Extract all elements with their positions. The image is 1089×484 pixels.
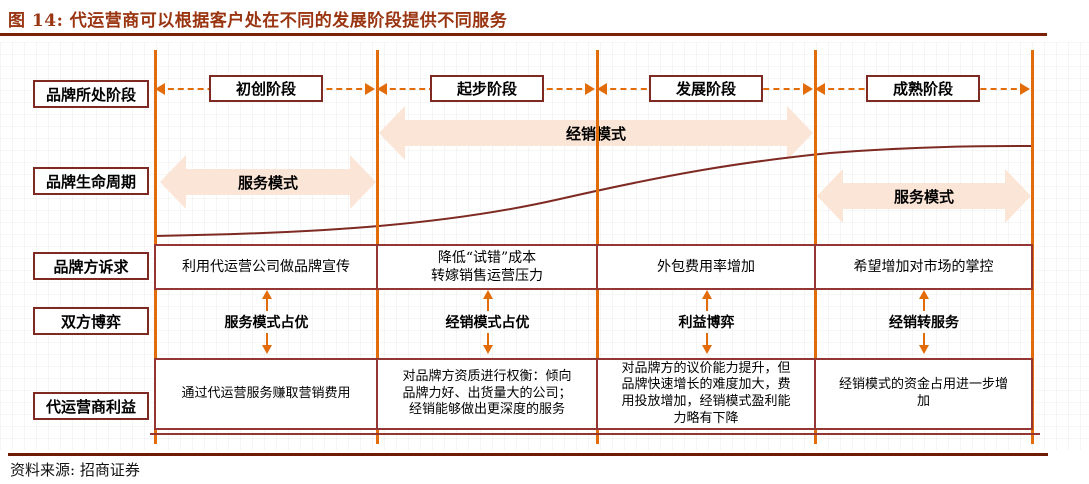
- arrowhead-right-icon: [585, 83, 595, 95]
- row-label-operator-interest: 代运营商利益: [33, 392, 149, 420]
- game-label: 经销转服务: [889, 315, 959, 331]
- arrowhead-left-icon: [377, 83, 387, 95]
- arrowhead-right-icon: [803, 83, 813, 95]
- service-mode-label: 服务模式: [237, 173, 298, 192]
- operator-interest-cell: 对品牌方资质进行权衡：倾向 品牌力好、出货量大的公司； 经销能够做出更深度的服务: [376, 358, 598, 430]
- game-label: 服务模式占优: [224, 315, 309, 331]
- service-mode-label: 服务模式: [893, 187, 954, 206]
- arrowhead-up-icon: [261, 290, 272, 299]
- arrowhead-down-icon: [261, 345, 272, 354]
- game-col-1: 服务模式占优: [157, 290, 376, 356]
- game-label: 利益博弈: [678, 315, 735, 331]
- arrowhead-down-icon: [701, 345, 712, 354]
- arrowhead-down-icon: [919, 345, 929, 354]
- service-mode-arrow-right: 服务模式: [817, 169, 1031, 223]
- arrowhead-right-icon: [1020, 83, 1030, 95]
- arrowhead-left-icon: [155, 83, 165, 95]
- row-label-brand-demand: 品牌方诉求: [33, 252, 149, 280]
- stage-box-development: 发展阶段: [649, 75, 763, 102]
- game-label: 经销模式占优: [445, 315, 530, 331]
- arrowhead-left-icon: [597, 83, 607, 95]
- stage-box-mature: 成熟阶段: [866, 75, 980, 102]
- brand-demand-cell: 利用代运营公司做品牌宣传: [154, 244, 378, 290]
- brand-demand-cell: 希望增加对市场的掌控: [814, 244, 1033, 290]
- source-note: 资料来源: 招商证券: [10, 461, 140, 479]
- arrowhead-up-icon: [919, 290, 929, 299]
- stage-box-early: 起步阶段: [430, 75, 544, 102]
- brand-demand-cell: 降低“试错”成本 转嫁销售运营压力: [376, 244, 598, 290]
- brand-demand-row: 利用代运营公司做品牌宣传 降低“试错”成本 转嫁销售运营压力 外包费用率增加 希…: [154, 244, 1033, 290]
- arrowhead-down-icon: [482, 345, 493, 354]
- operator-interest-cell: 通过代运营服务赚取营销费用: [154, 358, 378, 430]
- service-mode-arrow-left: 服务模式: [160, 155, 376, 209]
- row-label-brand-lifecycle: 品牌生命周期: [33, 167, 149, 195]
- arrowhead-right-icon: [365, 83, 375, 95]
- row-label-two-party-game: 双方博弈: [33, 307, 149, 335]
- table-bottom-rule: [150, 433, 1040, 435]
- game-col-2: 经销模式占优: [379, 290, 596, 356]
- operator-interest-row: 通过代运营服务赚取营销费用 对品牌方资质进行权衡：倾向 品牌力好、出货量大的公司…: [154, 358, 1033, 430]
- game-col-4: 经销转服务: [817, 290, 1031, 356]
- title-underline: [0, 33, 1047, 36]
- operator-interest-cell: 经销模式的资金占用进一步增 加: [814, 358, 1033, 430]
- brand-demand-cell: 外包费用率增加: [596, 244, 816, 290]
- stage-box-startup: 初创阶段: [209, 75, 323, 102]
- arrowhead-up-icon: [701, 290, 712, 299]
- game-col-3: 利益博弈: [599, 290, 814, 356]
- figure-title: 图 14: 代运营商可以根据客户处在不同的发展阶段提供不同服务: [8, 11, 508, 31]
- operator-interest-cell: 对品牌方的议价能力提升，但 品牌快速增长的难度加大，费 用投放增加，经销模式盈利…: [596, 358, 816, 430]
- row-label-brand-stage: 品牌所处阶段: [33, 80, 149, 108]
- arrowhead-left-icon: [815, 83, 825, 95]
- footer-rule: [8, 453, 1048, 456]
- distribution-mode-label: 经销模式: [379, 106, 813, 160]
- arrowhead-up-icon: [482, 290, 493, 299]
